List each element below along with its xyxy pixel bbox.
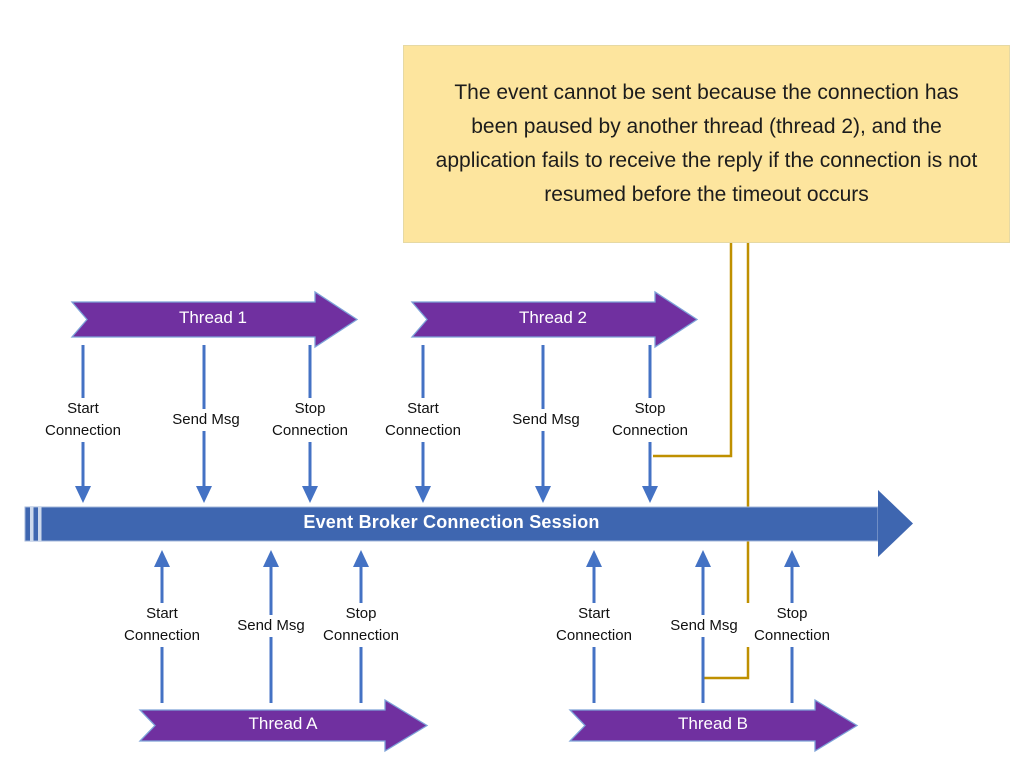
action-label-send-msg: Send Msg [223,615,319,637]
thread-a-arrow [138,698,429,753]
thread-a-label: Thread A [248,714,318,733]
timeline-bar-arrowhead [878,490,913,557]
gold-connector-to-threadB-send [703,243,750,680]
callout-text: The event cannot be sent because the con… [435,81,978,206]
action-label-stop-connection: Stop Connection [306,603,416,647]
thread-1-label: Thread 1 [178,308,248,327]
timeline-bar-break-stripe [38,507,42,541]
callout-note: The event cannot be sent because the con… [403,45,1010,243]
action-label-send-msg: Send Msg [656,615,752,637]
thread-b-arrow [568,698,859,753]
action-label-send-msg: Send Msg [158,409,254,431]
timeline-bar-break-stripe [30,507,34,541]
action-label-start-connection: Start Connection [368,398,478,442]
thread-2-arrow [410,290,699,349]
thread-1-arrow [70,290,359,349]
timeline-bar [24,506,879,542]
action-label-stop-connection: Stop Connection [255,398,365,442]
action-label-start-connection: Start Connection [539,603,649,647]
gold-connector-to-thread2-stop [653,243,733,458]
action-label-stop-connection: Stop Connection [595,398,705,442]
thread-b-label: Thread B [678,714,748,733]
action-label-send-msg: Send Msg [498,409,594,431]
action-label-start-connection: Start Connection [28,398,138,442]
action-label-stop-connection: Stop Connection [737,603,847,647]
timeline-bar-label: Event Broker Connection Session [303,512,600,532]
action-label-start-connection: Start Connection [107,603,217,647]
thread-2-label: Thread 2 [518,308,588,327]
